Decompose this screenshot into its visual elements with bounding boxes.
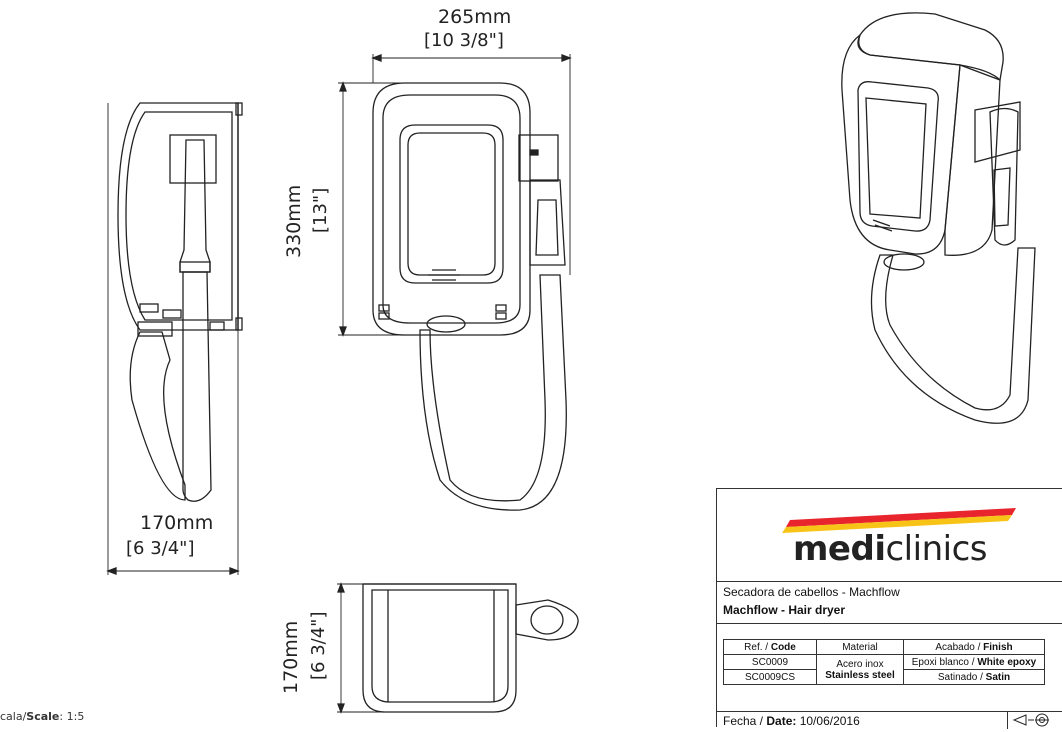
front-view-hose-left — [419, 274, 567, 511]
iso-front-panel-inner — [865, 97, 927, 219]
front-view-panel-inner — [407, 132, 496, 276]
header-material: Material — [816, 639, 904, 655]
row-code: SC0009 — [723, 654, 817, 670]
date-label: Fecha / Date: 10/06/2016 — [723, 714, 860, 728]
logo-area: mediclinics — [717, 489, 1062, 582]
side-view — [106, 102, 243, 575]
front-view-holder-icon — [529, 149, 539, 156]
front-width-arrow-right — [561, 54, 572, 62]
iso-vent-2 — [874, 224, 893, 232]
description-spanish: Secadora de cabellos - Machflow — [723, 585, 900, 599]
side-view-hose-collar — [137, 321, 173, 337]
front-width-inch-label: [10 3/8"] — [424, 30, 504, 51]
isometric-view — [841, 12, 1036, 424]
iso-body-front — [841, 33, 961, 255]
side-view-handle — [179, 139, 211, 273]
top-view-body — [362, 583, 517, 713]
iso-holder — [974, 101, 1021, 163]
date-row: Fecha / Date: 10/06/2016 — [717, 711, 1062, 729]
brand-logo: mediclinics — [793, 529, 987, 569]
front-view-inner-shell — [382, 94, 521, 324]
front-width-label: 265mm — [438, 6, 512, 28]
top-view-inner — [371, 589, 509, 703]
top-view-nozzle — [530, 605, 564, 635]
front-view-panel — [399, 124, 504, 284]
iso-handle — [989, 107, 1019, 246]
side-view-body — [117, 102, 239, 331]
description-english: Machflow - Hair dryer — [723, 603, 846, 617]
top-depth-label: 170mm — [280, 620, 302, 694]
row-code: SC0009CS — [723, 669, 817, 685]
row-finish: Epoxi blanco / White epoxy — [903, 654, 1045, 670]
side-view-nozzle — [182, 271, 212, 502]
side-depth-inch-label: [6 3/4"] — [126, 538, 195, 559]
title-block: mediclinics Secadora de cabellos - Machf… — [716, 488, 1062, 729]
projection-cone-icon — [1012, 714, 1027, 726]
front-view-holder — [518, 134, 559, 182]
side-depth-label: 170mm — [140, 512, 214, 534]
iso-hose — [870, 247, 1036, 424]
projection-symbol — [1007, 711, 1062, 729]
front-view-button-right-2 — [495, 312, 507, 320]
header-finish: Acabado / Finish — [903, 639, 1045, 655]
side-width-arrow-right — [229, 567, 240, 575]
iso-vent-1 — [872, 219, 891, 227]
front-height-arrow-top — [339, 81, 347, 92]
top-depth-arrow-top — [337, 582, 345, 593]
front-view-handle — [529, 179, 566, 266]
front-width-arrow-left — [371, 54, 382, 62]
logo-stripe-red — [786, 508, 1016, 527]
side-width-arrow-left — [106, 567, 117, 575]
front-view-button-left-1 — [378, 304, 390, 312]
side-view-button-left — [139, 303, 159, 313]
front-height-inch-label: [13"] — [310, 187, 331, 233]
side-view-handle-ring — [179, 261, 211, 273]
front-view-nozzle — [535, 199, 559, 256]
front-height-label: 330mm — [283, 184, 305, 258]
specification-table: Ref. / Code Material Acabado / Finish SC… — [723, 639, 1045, 685]
top-depth-inch-label: [6 3/4"] — [308, 611, 329, 680]
front-view — [338, 54, 572, 511]
iso-body-side — [944, 64, 1001, 256]
side-view-button-bottom — [209, 321, 225, 331]
front-view-body — [372, 82, 531, 336]
side-view-holder — [169, 134, 217, 184]
front-view-outlet — [426, 315, 466, 333]
top-view-holder — [515, 599, 579, 641]
product-description: Secadora de cabellos - Machflow Machflow… — [717, 581, 1062, 624]
side-view-wall-tab-top — [235, 102, 243, 116]
side-view-button-right — [162, 309, 182, 319]
front-height-arrow-bottom — [339, 326, 347, 337]
header-code: Ref. / Code — [723, 639, 817, 655]
iso-front-panel — [857, 81, 939, 232]
side-view-wall-tab-bottom — [235, 317, 243, 331]
top-view — [337, 582, 579, 714]
scale-label: cala/Scale: 1:5 — [0, 710, 85, 723]
side-view-inner-shell — [125, 111, 233, 321]
logo-stripe-yellow — [782, 515, 1012, 533]
front-view-button-left-2 — [378, 312, 390, 320]
iso-body-top — [857, 12, 1004, 82]
iso-hose-collar — [883, 253, 925, 271]
side-view-hose — [129, 331, 186, 501]
row-finish: Satinado / Satin — [903, 669, 1045, 685]
front-view-button-right-1 — [495, 304, 507, 312]
top-depth-arrow-bottom — [337, 703, 345, 714]
iso-nozzle — [993, 167, 1011, 227]
